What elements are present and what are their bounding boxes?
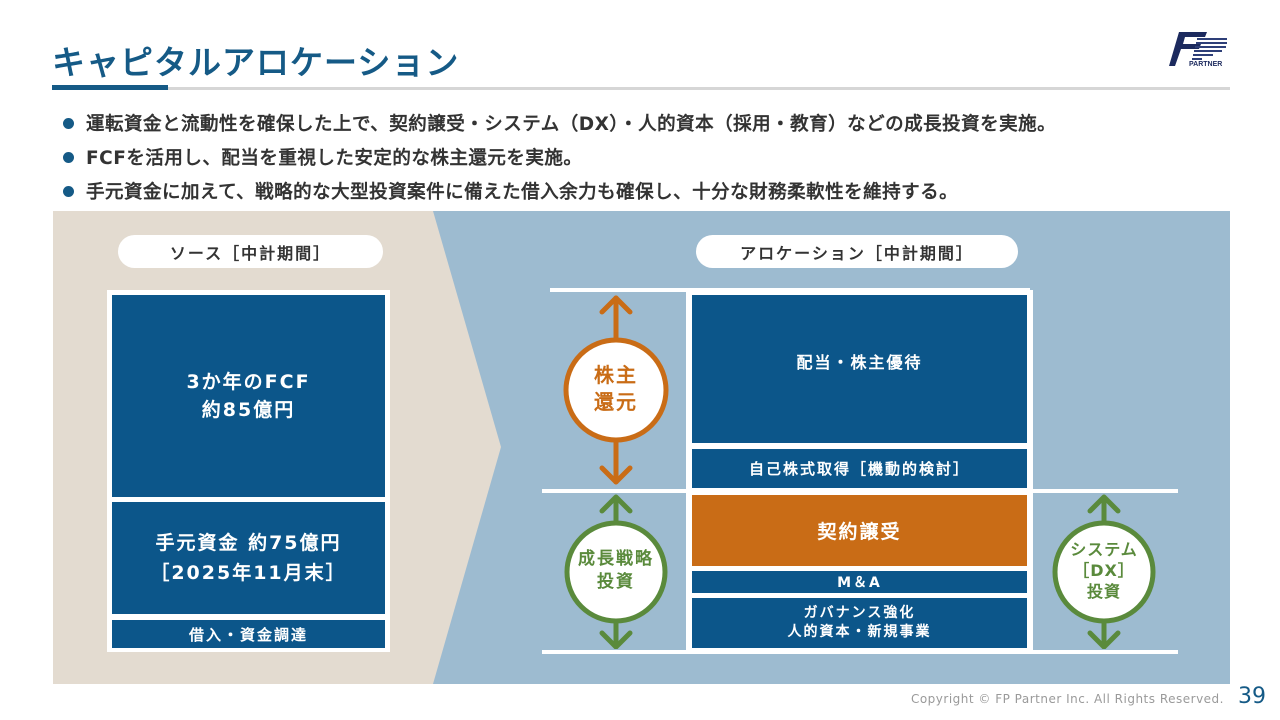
dividend-label: 配当・株主優待 [796,353,923,372]
buyback-box: 自己株式取得［機動的検討］ [692,449,1027,488]
cash-date: ［2025年11月末］ [150,562,347,584]
system-line3: 投資 [1086,581,1121,601]
title-accent-bar [52,85,168,90]
cash-amount: 手元資金 約75億円 [155,531,342,554]
fcf-box: 3か年のFCF 約85億円 [112,295,385,497]
fcf-amount: 約85億円 [201,399,296,421]
bullet-item: 運転資金と流動性を確保した上で、契約譲受・システム（DX）・人的資本（採用・教育… [63,106,1056,140]
shareholder-return-line1: 株主 [594,363,638,387]
title-divider [52,87,1230,90]
page-number: 39 [1238,684,1266,709]
governance-line2: 人的資本・新規事業 [787,624,932,640]
system-line1: システム [1070,540,1138,559]
bullet-dot-icon [63,151,74,163]
growth-investment-label: 成長戦略 投資 [556,548,676,594]
system-investment-label: システム ［DX］ 投資 [1044,540,1164,602]
contract-transfer-box: 契約譲受 [692,495,1027,566]
shareholder-return-label: 株主 還元 [566,362,666,416]
allocation-label-pill: アロケーション［中計期間］ [696,235,1018,268]
bullet-dot-icon [63,117,74,129]
system-investment-arrow-icon [1052,494,1156,649]
ma-box: M＆A [692,571,1027,593]
summary-bullet-list: 運転資金と流動性を確保した上で、契約譲受・システム（DX）・人的資本（採用・教育… [63,106,1056,208]
cash-on-hand-box: 手元資金 約75億円 ［2025年11月末］ [112,502,385,614]
system-line2: ［DX］ [1073,560,1135,580]
bullet-text: 運転資金と流動性を確保した上で、契約譲受・システム（DX）・人的資本（採用・教育… [86,114,1057,135]
copyright-text: Copyright © FP Partner Inc. All Rights R… [910,692,1224,706]
page-title: キャピタルアロケーション [52,43,460,82]
growth-investment-arrow-icon [564,494,668,649]
growth-line2: 投資 [597,571,635,592]
bullet-item: 手元資金に加えて、戦略的な大型投資案件に備えた借入余力も確保し、十分な財務柔軟性… [63,174,1056,208]
svg-text:PARTNER: PARTNER [1189,61,1222,68]
governance-box: ガバナンス強化 人的資本・新規事業 [692,598,1027,648]
bullet-item: FCFを活用し、配当を重視した安定的な株主還元を実施。 [63,140,1056,174]
shareholder-return-arrow-icon [563,295,669,485]
source-label-pill: ソース［中計期間］ [118,235,383,268]
borrowing-box: 借入・資金調達 [112,620,385,648]
bullet-dot-icon [63,185,74,197]
company-logo: PARTNER [1163,26,1235,70]
bullet-text: FCFを活用し、配当を重視した安定的な株主還元を実施。 [86,148,583,169]
fp-partner-logo-icon: PARTNER [1169,32,1227,68]
growth-line1: 成長戦略 [578,549,654,569]
bullet-text: 手元資金に加えて、戦略的な大型投資案件に備えた借入余力も確保し、十分な財務柔軟性… [86,182,959,203]
shareholder-return-line2: 還元 [594,390,638,414]
fcf-title: 3か年のFCF [186,370,311,393]
dividend-box: 配当・株主優待 [692,295,1027,443]
governance-line1: ガバナンス強化 [803,605,916,622]
